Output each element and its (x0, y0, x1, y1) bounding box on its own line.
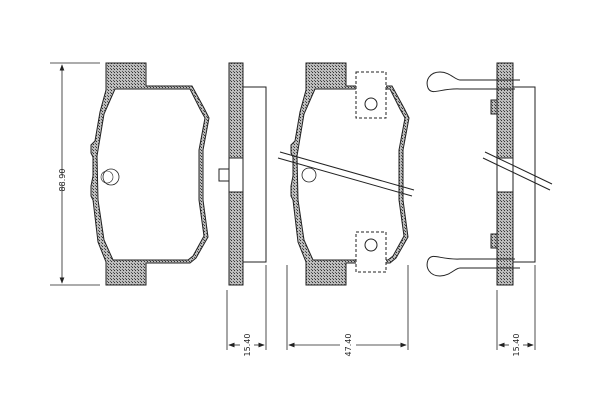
dimension-thickness-right: 15.40 (512, 334, 521, 357)
pad-side-view-1 (218, 62, 267, 286)
pad-front-view-1 (90, 62, 210, 286)
pad-side-view-2 (426, 62, 553, 286)
spring-clip-bottom (426, 255, 520, 277)
spring-clip-top (426, 71, 520, 93)
pad-front-view-2 (277, 62, 415, 286)
dimension-lines (50, 62, 536, 350)
dimension-thickness-left: 15.40 (243, 334, 252, 357)
sensor-hole (102, 168, 120, 186)
shim-tab-top (355, 71, 387, 119)
dimension-height: 88.90 (58, 169, 67, 192)
shim-tab-bottom (355, 231, 387, 273)
dimension-width: 47.40 (344, 334, 353, 357)
